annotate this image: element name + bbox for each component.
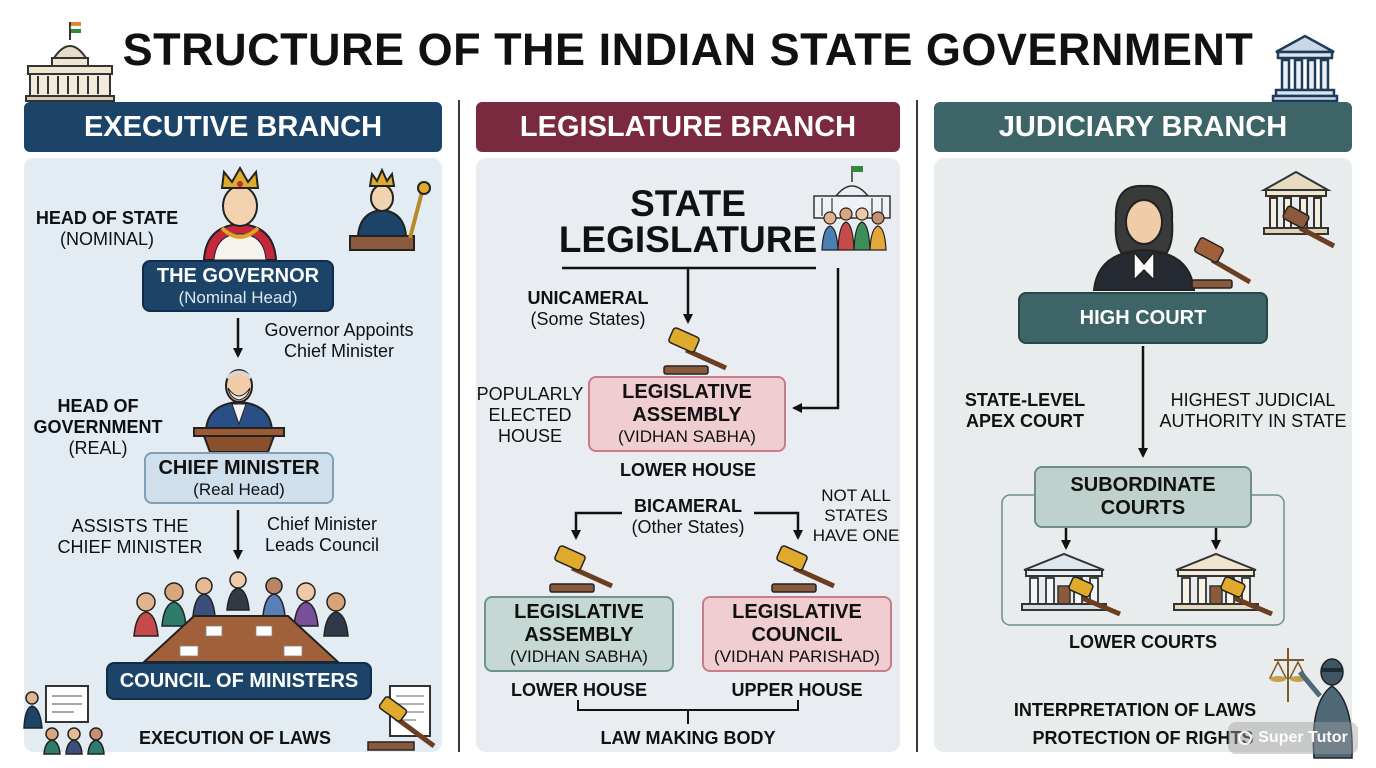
courthouse-icon: [1271, 34, 1339, 103]
head-of-state-label: HEAD OF STATE (NOMINAL): [35, 208, 179, 249]
chief-minister-box: CHIEF MINISTER (Real Head): [144, 452, 334, 504]
popularly-elected-label: POPULARLY ELECTED HOUSE: [476, 384, 584, 446]
execution-of-laws-label: EXECUTION OF LAWS: [138, 728, 331, 748]
gavel-icon: [1191, 237, 1252, 289]
chief-minister-podium-icon: [193, 369, 285, 453]
gavel-icon: [663, 327, 728, 375]
page-title: STRUCTURE OF THE INDIAN STATE GOVERNMENT: [122, 24, 1254, 75]
subordinate-courts-box: SUBORDINATE COURTS: [1034, 466, 1252, 528]
legislative-assembly-bicameral-box: LEGISLATIVE ASSEMBLY (VIDHAN SABHA): [484, 596, 674, 672]
legislative-assembly-box: LEGISLATIVE ASSEMBLY (VIDHAN SABHA): [588, 376, 786, 452]
unicameral-label: UNICAMERAL (Some States): [527, 288, 649, 329]
legislature-branch-header: LEGISLATURE BRANCH: [476, 102, 900, 152]
courthouse-gavel-icon: [1260, 170, 1336, 249]
capitol-building-icon: [25, 22, 115, 102]
super-tutor-watermark: Super Tutor: [1228, 722, 1358, 754]
head-of-government-label: HEAD OF GOVERNMENT (REAL): [33, 396, 163, 458]
presenter-icon: [23, 685, 105, 755]
governor-box: THE GOVERNOR (Nominal Head): [142, 260, 334, 312]
law-making-body-label: LAW MAKING BODY: [600, 728, 776, 748]
column-divider: [916, 100, 918, 752]
interpretation-of-laws-label: INTERPRETATION OF LAWS: [1013, 700, 1257, 720]
lady-justice-icon: [1268, 648, 1353, 759]
parliament-citizens-icon: [813, 166, 891, 251]
gavel-icon: [771, 545, 836, 593]
not-all-states-label: NOT ALL STATES HAVE ONE: [812, 486, 900, 545]
judiciary-branch-header: JUDICIARY BRANCH: [934, 102, 1352, 152]
cm-leads-council-label: Chief Minister Leads Council: [264, 514, 380, 555]
council-of-ministers-box: COUNCIL OF MINISTERS: [106, 662, 372, 700]
governor-appoints-label: Governor Appoints Chief Minister: [264, 320, 414, 361]
assists-label: ASSISTS THE CHIEF MINISTER: [57, 516, 203, 557]
legislative-council-box: LEGISLATIVE COUNCIL (VIDHAN PARISHAD): [702, 596, 892, 672]
upper-house-label: UPPER HOUSE: [731, 680, 863, 700]
lower-court-building-icon: [1021, 552, 1121, 617]
executive-branch-header: EXECUTIVE BRANCH: [24, 102, 442, 152]
lower-courts-label: LOWER COURTS: [1069, 632, 1217, 652]
lower-house-top-label: LOWER HOUSE: [619, 460, 756, 480]
document-gavel-icon: [367, 685, 436, 751]
lower-house-label: LOWER HOUSE: [510, 680, 647, 700]
governor-crown-icon: [202, 165, 278, 261]
judge-icon: [1092, 184, 1196, 291]
state-level-apex-label: STATE-LEVEL APEX COURT: [964, 390, 1086, 431]
lower-court-building-icon: [1173, 552, 1273, 617]
tutor-logo-icon: [1238, 731, 1253, 745]
governor-seal-icon: [349, 167, 431, 251]
high-court-box: HIGH COURT: [1018, 292, 1268, 344]
highest-authority-label: HIGHEST JUDICIAL AUTHORITY IN STATE: [1159, 390, 1347, 431]
bicameral-label: BICAMERAL (Other States): [631, 496, 745, 537]
protection-of-rights-label: PROTECTION OF RIGHTS: [1032, 728, 1254, 748]
column-divider: [458, 100, 460, 752]
gavel-icon: [549, 545, 614, 593]
council-meeting-icon: [133, 571, 349, 663]
state-legislature-title: STATE LEGISLATURE: [558, 183, 818, 260]
